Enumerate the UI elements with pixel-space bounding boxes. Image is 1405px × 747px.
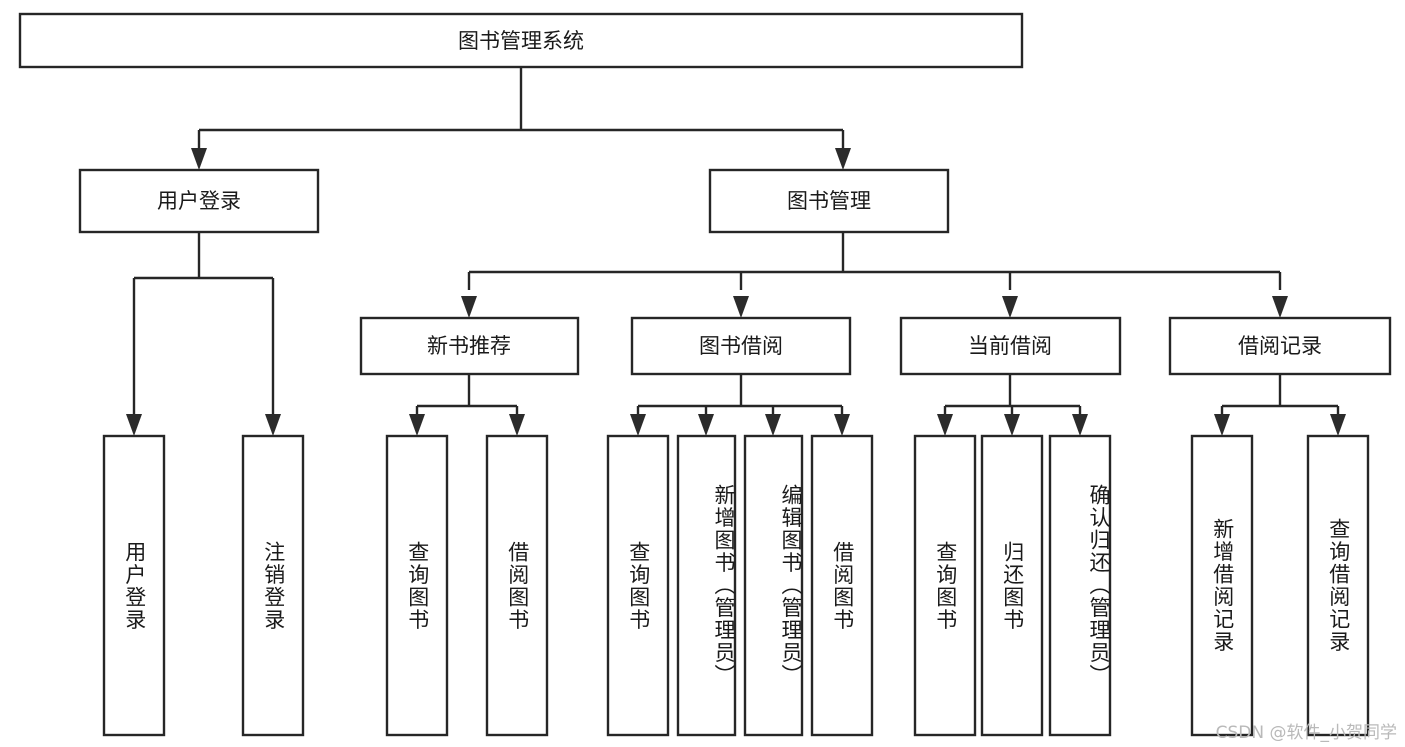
node-box-new-book-rec[interactable] <box>359 316 580 376</box>
connector-group-book-manage <box>461 232 1288 318</box>
node-box-leaf-borrow-book-2[interactable] <box>810 434 874 737</box>
arrow-to-leaf-query-book-2 <box>630 414 646 436</box>
node-box-root[interactable] <box>18 12 1024 69</box>
connector-group-root <box>191 67 851 170</box>
node-box-leaf-logout-login[interactable] <box>241 434 305 737</box>
arrow-to-leaf-return-book <box>1004 414 1020 436</box>
node-label-user-login: 用户登录 <box>157 189 241 213</box>
arrow-to-leaf-query-record <box>1330 414 1346 436</box>
node-box-leaf-add-book[interactable] <box>676 434 737 737</box>
node-label-borrow-record: 借阅记录 <box>1238 334 1322 358</box>
node-box-leaf-edit-book[interactable] <box>743 434 804 737</box>
node-box-leaf-return-book[interactable] <box>980 434 1044 737</box>
node-box-leaf-user-login[interactable] <box>102 434 166 737</box>
node-box-leaf-query-book-2[interactable] <box>606 434 670 737</box>
node-box-book-borrow[interactable] <box>630 316 852 376</box>
arrow-to-borrow-record <box>1272 296 1288 318</box>
node-box-user-login[interactable] <box>78 168 320 234</box>
arrow-to-leaf-query-book-1 <box>409 414 425 436</box>
node-box-leaf-query-record[interactable] <box>1306 434 1370 737</box>
arrow-to-leaf-add-record <box>1214 414 1230 436</box>
arrow-to-new-book-rec <box>461 296 477 318</box>
arrow-root-to-book-manage <box>835 148 851 170</box>
node-label-book-borrow: 图书借阅 <box>699 334 783 358</box>
arrow-to-leaf-logout-login <box>265 414 281 436</box>
node-box-book-manage[interactable] <box>708 168 950 234</box>
connector-group-current-borrow <box>937 374 1088 436</box>
arrow-to-leaf-confirm-return <box>1072 414 1088 436</box>
connector-group-book-borrow <box>630 374 850 436</box>
node-box-leaf-add-record[interactable] <box>1190 434 1254 737</box>
node-label-new-book-rec: 新书推荐 <box>427 334 511 358</box>
node-box-leaf-query-book-1[interactable] <box>385 434 449 737</box>
node-box-leaf-confirm-return[interactable] <box>1048 434 1112 737</box>
arrow-to-book-borrow <box>733 296 749 318</box>
connector-group-new-book-rec <box>409 374 525 436</box>
arrow-to-leaf-user-login <box>126 414 142 436</box>
arrow-to-leaf-edit-book <box>765 414 781 436</box>
node-label-current-borrow: 当前借阅 <box>968 334 1052 358</box>
node-label-book-manage: 图书管理 <box>787 189 871 213</box>
arrow-root-to-user-login <box>191 148 207 170</box>
node-label-root: 图书管理系统 <box>458 29 584 53</box>
connector-group-user-login <box>126 232 281 436</box>
node-box-leaf-borrow-book-1[interactable] <box>485 434 549 737</box>
arrow-to-leaf-query-book-3 <box>937 414 953 436</box>
watermark-text: CSDN @软件_小贺同学 <box>1215 723 1397 743</box>
arrow-to-leaf-borrow-book-1 <box>509 414 525 436</box>
node-box-current-borrow[interactable] <box>899 316 1122 376</box>
node-box-borrow-record[interactable] <box>1168 316 1392 376</box>
arrow-to-current-borrow <box>1002 296 1018 318</box>
node-box-leaf-query-book-3[interactable] <box>913 434 977 737</box>
arrow-to-leaf-add-book <box>698 414 714 436</box>
connector-group-borrow-record <box>1214 374 1346 436</box>
arrow-to-leaf-borrow-book-2 <box>834 414 850 436</box>
